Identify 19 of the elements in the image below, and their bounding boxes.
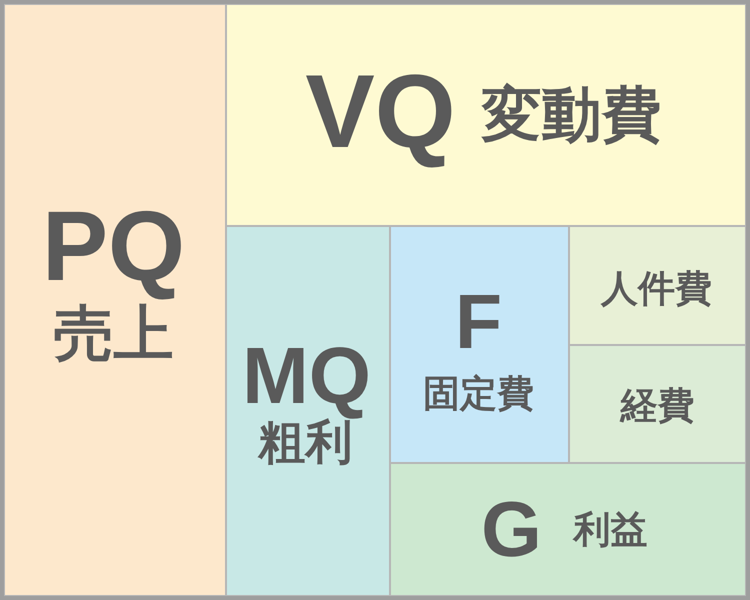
- term-label: 利益: [574, 510, 648, 548]
- formula-symbol: F: [454, 284, 502, 366]
- term-label: 売上: [54, 304, 174, 364]
- fixed-cost-block: [390, 226, 569, 463]
- variable-cost-block: [226, 4, 746, 226]
- term-label: 人件費: [601, 270, 712, 306]
- formula-symbol: MQ: [242, 336, 371, 420]
- sales-block: [4, 4, 226, 596]
- term-label: 経費: [620, 386, 694, 424]
- labor-cost-block: [569, 226, 746, 345]
- formula-symbol: PQ: [42, 196, 186, 302]
- profit-block: [390, 463, 746, 596]
- expense-block: [569, 345, 746, 463]
- term-label: 固定費: [423, 374, 534, 412]
- term-label: 変動費: [482, 84, 662, 144]
- formula-symbol: G: [481, 490, 542, 574]
- formula-symbol: VQ: [305, 60, 456, 172]
- gross-profit-block: [226, 226, 390, 596]
- term-label: 粗利: [258, 418, 352, 464]
